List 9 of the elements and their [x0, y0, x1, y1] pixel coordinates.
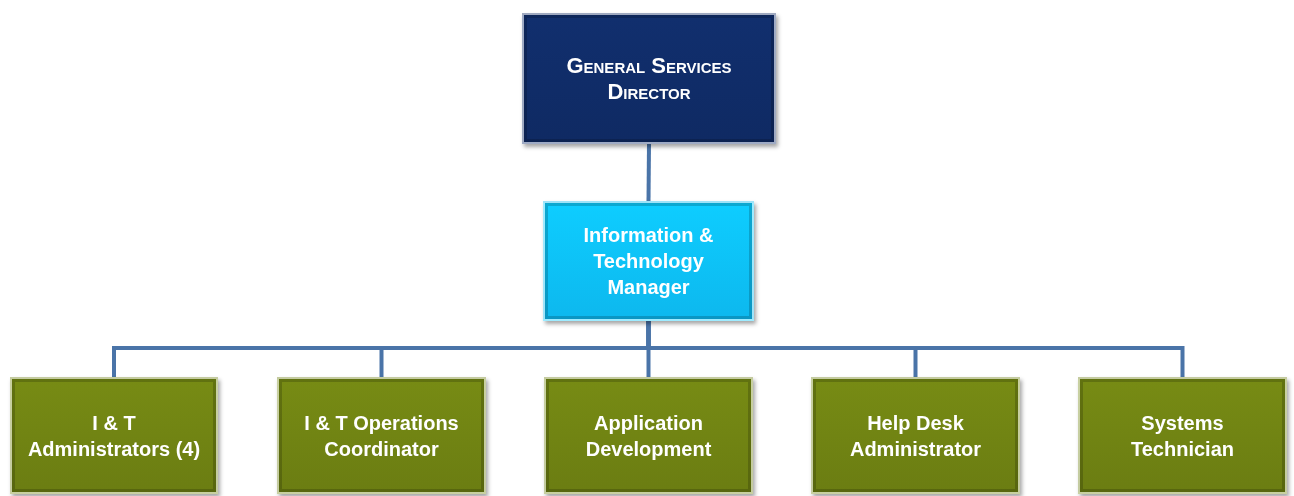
position-box: Systems Technician — [1078, 377, 1287, 494]
manager-box: Information & Technology Manager — [543, 201, 754, 321]
position-box: Help Desk Administrator — [811, 377, 1020, 494]
position-box: Application Development — [544, 377, 753, 494]
connector-line — [646, 144, 651, 202]
position-box: I & T Operations Coordinator — [277, 377, 486, 494]
connector-line — [646, 321, 1185, 377]
director-box: General Services Director — [522, 13, 776, 144]
position-box: I & T Administrators (4) — [10, 377, 218, 494]
